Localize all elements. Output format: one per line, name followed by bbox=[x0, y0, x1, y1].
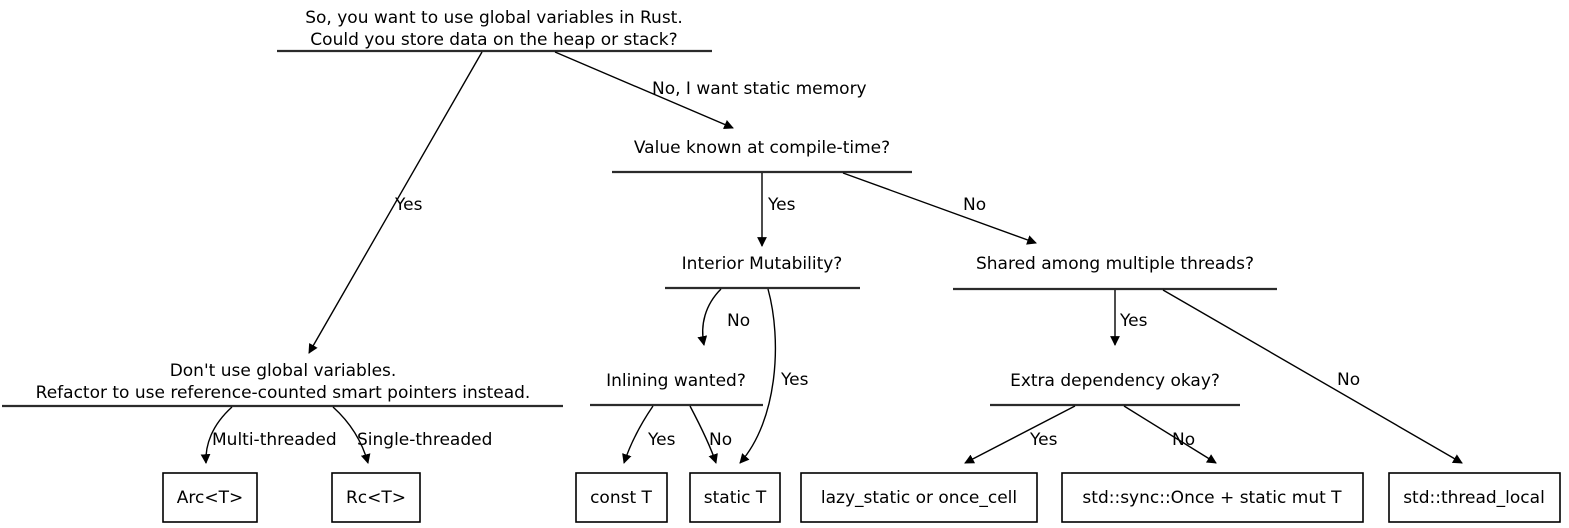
terminal-static-t[interactable]: static T bbox=[689, 472, 781, 523]
terminal-const-t-box[interactable] bbox=[575, 472, 668, 523]
terminal-std-sync-once-box[interactable] bbox=[1061, 472, 1364, 523]
node-inlining-wanted: Inlining wanted? bbox=[590, 371, 763, 407]
node-extra-dependency-line1: Extra dependency okay? bbox=[1010, 371, 1220, 391]
edge-label-root-no: No, I want static memory bbox=[652, 79, 867, 99]
edge-label-interior-yes: Yes bbox=[780, 370, 809, 390]
edge-label-globals-single-threaded: Single-threaded bbox=[357, 430, 492, 450]
node-value-known-compile-time: Value known at compile-time? bbox=[612, 138, 912, 174]
terminal-lazy-static[interactable]: lazy_static or once_cell bbox=[800, 472, 1038, 523]
terminal-std-sync-once-label: std::sync::Once + static mut T bbox=[1082, 488, 1342, 508]
terminal-const-t[interactable]: const T bbox=[575, 472, 668, 523]
edge-shared-no bbox=[1162, 289, 1463, 464]
edge-label-interior-no: No bbox=[727, 311, 750, 331]
edge-interior-no bbox=[697, 288, 722, 346]
node-interior-mutability: Interior Mutability? bbox=[665, 254, 860, 290]
terminal-std-thread-local-box[interactable] bbox=[1388, 472, 1561, 523]
edge-compile-no bbox=[842, 172, 1037, 245]
node-inlining-wanted-line1: Inlining wanted? bbox=[606, 371, 746, 391]
edge-label-compile-no: No bbox=[963, 195, 986, 215]
edge-label-shared-no: No bbox=[1337, 370, 1360, 390]
edge-dep-no bbox=[1123, 405, 1217, 464]
terminal-static-t-box[interactable] bbox=[689, 472, 781, 523]
node-value-known-line1: Value known at compile-time? bbox=[634, 138, 890, 158]
node-dont-use-globals: Don't use global variables. Refactor to … bbox=[2, 361, 563, 408]
edge-root-yes bbox=[308, 51, 483, 354]
edge-label-dep-yes: Yes bbox=[1029, 430, 1058, 450]
terminal-std-thread-local-label: std::thread_local bbox=[1403, 488, 1545, 508]
node-dont-use-globals-line1: Don't use global variables. bbox=[170, 361, 397, 381]
node-root-line2: Could you store data on the heap or stac… bbox=[310, 30, 677, 50]
edge-label-inlining-no: No bbox=[709, 430, 732, 450]
edge-root-no bbox=[554, 51, 734, 130]
terminal-rc-t-label: Rc<T> bbox=[346, 488, 406, 508]
node-root-line1: So, you want to use global variables in … bbox=[305, 8, 683, 28]
terminal-std-sync-once[interactable]: std::sync::Once + static mut T bbox=[1061, 472, 1364, 523]
terminal-arc-t-label: Arc<T> bbox=[177, 488, 243, 508]
edge-label-shared-yes: Yes bbox=[1119, 311, 1148, 331]
edge-interior-yes bbox=[739, 288, 777, 464]
edge-inlining-yes bbox=[622, 405, 654, 464]
node-extra-dependency-okay: Extra dependency okay? bbox=[990, 371, 1240, 407]
edge-label-inlining-yes: Yes bbox=[647, 430, 676, 450]
node-dont-use-globals-line2: Refactor to use reference-counted smart … bbox=[36, 383, 531, 403]
edge-label-compile-yes: Yes bbox=[767, 195, 796, 215]
edge-inlining-no bbox=[689, 405, 718, 464]
terminal-lazy-static-box[interactable] bbox=[800, 472, 1038, 523]
node-root: So, you want to use global variables in … bbox=[277, 8, 712, 53]
terminal-rc-t-box[interactable] bbox=[331, 472, 421, 523]
node-interior-mutability-line1: Interior Mutability? bbox=[682, 254, 843, 274]
terminal-rc-t[interactable]: Rc<T> bbox=[331, 472, 421, 523]
node-shared-among-threads: Shared among multiple threads? bbox=[953, 254, 1277, 291]
node-shared-among-threads-line1: Shared among multiple threads? bbox=[976, 254, 1254, 274]
edge-globals-multi-threaded bbox=[200, 406, 233, 464]
edge-dep-yes bbox=[964, 405, 1076, 464]
edge-label-globals-multi-threaded: Multi-threaded bbox=[212, 430, 337, 450]
terminal-arc-t-box[interactable] bbox=[162, 472, 258, 523]
terminal-lazy-static-label: lazy_static or once_cell bbox=[821, 488, 1017, 508]
edge-label-root-yes: Yes bbox=[394, 195, 423, 215]
edge-globals-single-threaded bbox=[332, 406, 371, 464]
terminal-std-thread-local[interactable]: std::thread_local bbox=[1388, 472, 1561, 523]
terminal-arc-t[interactable]: Arc<T> bbox=[162, 472, 258, 523]
terminal-const-t-label: const T bbox=[590, 488, 652, 508]
edge-label-dep-no: No bbox=[1172, 430, 1195, 450]
terminal-static-t-label: static T bbox=[704, 488, 767, 508]
